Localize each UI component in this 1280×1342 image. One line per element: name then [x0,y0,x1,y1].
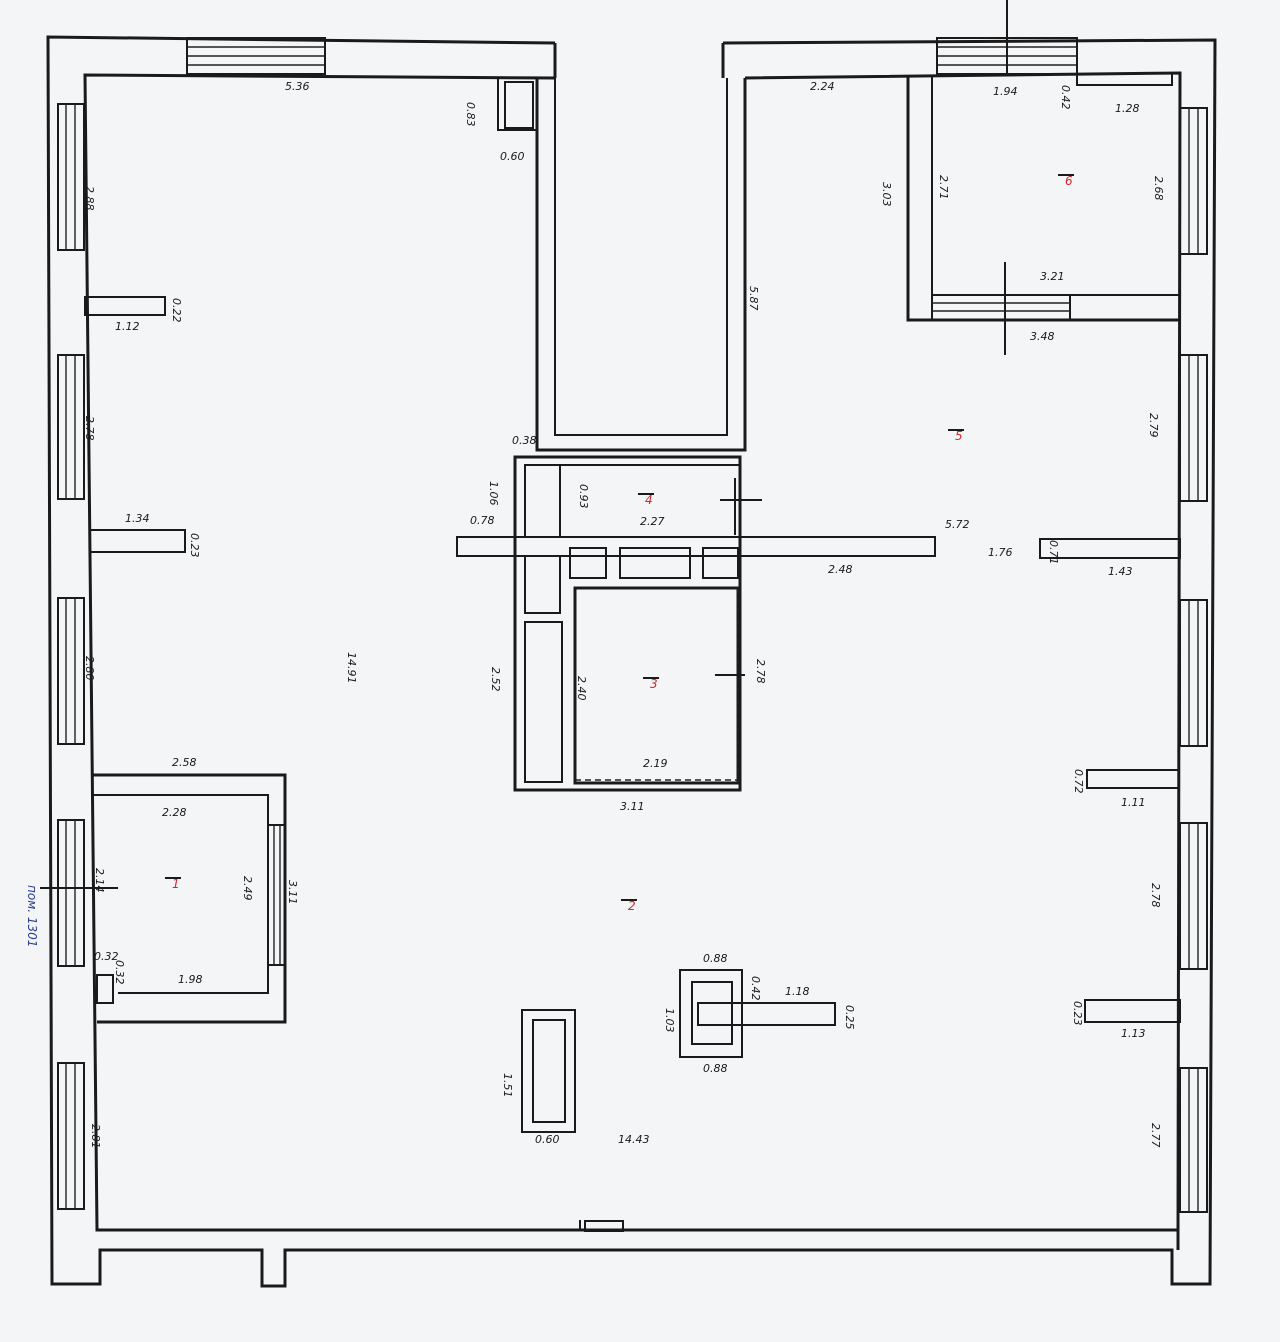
dim-label: 2.48 [828,563,853,576]
dim-label: 2.19 [643,757,668,770]
dim-label: 1.18 [785,985,810,998]
dim-label: 3.03 [880,182,893,207]
central-shaft [497,43,747,452]
dim-label: 0.71 [1047,540,1060,565]
dim-label: 0.60 [535,1133,560,1146]
room-label: 3 [650,677,658,691]
dim-label: 2.81 [89,1124,102,1149]
dim-label: 0.22 [170,298,183,323]
rooms-3-4-walls [513,455,745,792]
dim-label: 1.12 [115,320,140,333]
dim-label: 0.42 [749,976,762,1001]
dim-label: 2.49 [241,876,254,901]
dim-label: 1.51 [501,1073,514,1098]
dim-label: 3.11 [286,880,299,905]
room-label: 6 [1065,174,1073,188]
dim-label: 0.88 [703,952,728,965]
room-label: 2 [628,899,636,913]
dimension-labels: 5.36 0.83 0.60 2.24 1.94 1.28 0.42 2.88 … [83,80,1165,1149]
dim-label: 0.93 [577,484,590,509]
dim-label: 0.25 [843,1005,856,1030]
dim-label: 1.43 [1108,565,1133,578]
dim-label: 1.94 [993,85,1018,98]
dim-label: 3.21 [1040,270,1065,283]
columns [521,969,836,1133]
dim-label: 0.72 [1072,769,1085,794]
dim-label: 2.52 [489,667,502,692]
dim-label: 5.72 [945,518,970,531]
dim-label: 2.28 [162,806,187,819]
dim-label: 0.32 [94,950,119,963]
dim-label: 0.60 [500,150,525,163]
dim-label: 2.78 [1149,883,1162,908]
dim-label: 0.83 [464,102,477,127]
dim-label: 14.91 [345,652,358,684]
premises-note: пом. 1301 [25,885,39,947]
room-6-walls [906,0,1180,355]
dim-label: 1.06 [487,481,500,506]
dim-label: 5.36 [285,80,310,93]
dim-label: 2.27 [640,515,665,528]
dim-label: 2.58 [172,756,197,769]
dim-label: 0.78 [470,514,495,527]
room-label: 5 [955,429,963,443]
dim-label: 1.98 [178,973,203,986]
wall-stubs [84,296,1181,1023]
dim-label: 2.40 [575,676,588,701]
dim-label: 1.11 [1121,796,1146,809]
dim-label: 2.71 [937,175,950,200]
dim-label: 2.88 [83,186,96,211]
exterior-walls [46,35,1217,1288]
dim-label: 2.68 [1152,176,1165,201]
dim-label: 2.77 [1149,1123,1162,1148]
dim-label: 2.24 [810,80,835,93]
dim-label: 3.11 [620,800,645,813]
room-label: 1 [172,877,180,891]
dim-label: 1.34 [125,512,150,525]
windows-right [1179,107,1208,1213]
room-1-walls [40,773,287,1024]
dim-label: 2.79 [1147,413,1160,438]
dim-label: 14.43 [618,1133,650,1146]
dim-label: 5.87 [747,286,760,311]
dim-label: 2.78 [754,659,767,684]
dim-label: 2.14 [93,868,106,893]
windows-left [57,103,85,1210]
dim-label: 2.78 [83,416,96,441]
dim-label: 3.48 [1030,330,1055,343]
room-label: 4 [645,493,653,507]
dim-label: 0.23 [188,533,201,558]
room-labels: 1 2 3 4 5 6 [165,174,1074,913]
dim-label: 1.28 [1115,102,1140,115]
dim-label: 2.80 [83,656,96,681]
dim-label: 0.88 [703,1062,728,1075]
dim-label: 1.13 [1121,1027,1146,1040]
dim-label: 0.42 [1059,85,1072,110]
dim-label: 0.23 [1071,1001,1084,1026]
dim-label: 1.76 [988,546,1013,559]
dim-label: 1.03 [663,1008,676,1033]
dim-label: 0.38 [512,434,537,447]
dim-label: 0.32 [113,960,126,985]
